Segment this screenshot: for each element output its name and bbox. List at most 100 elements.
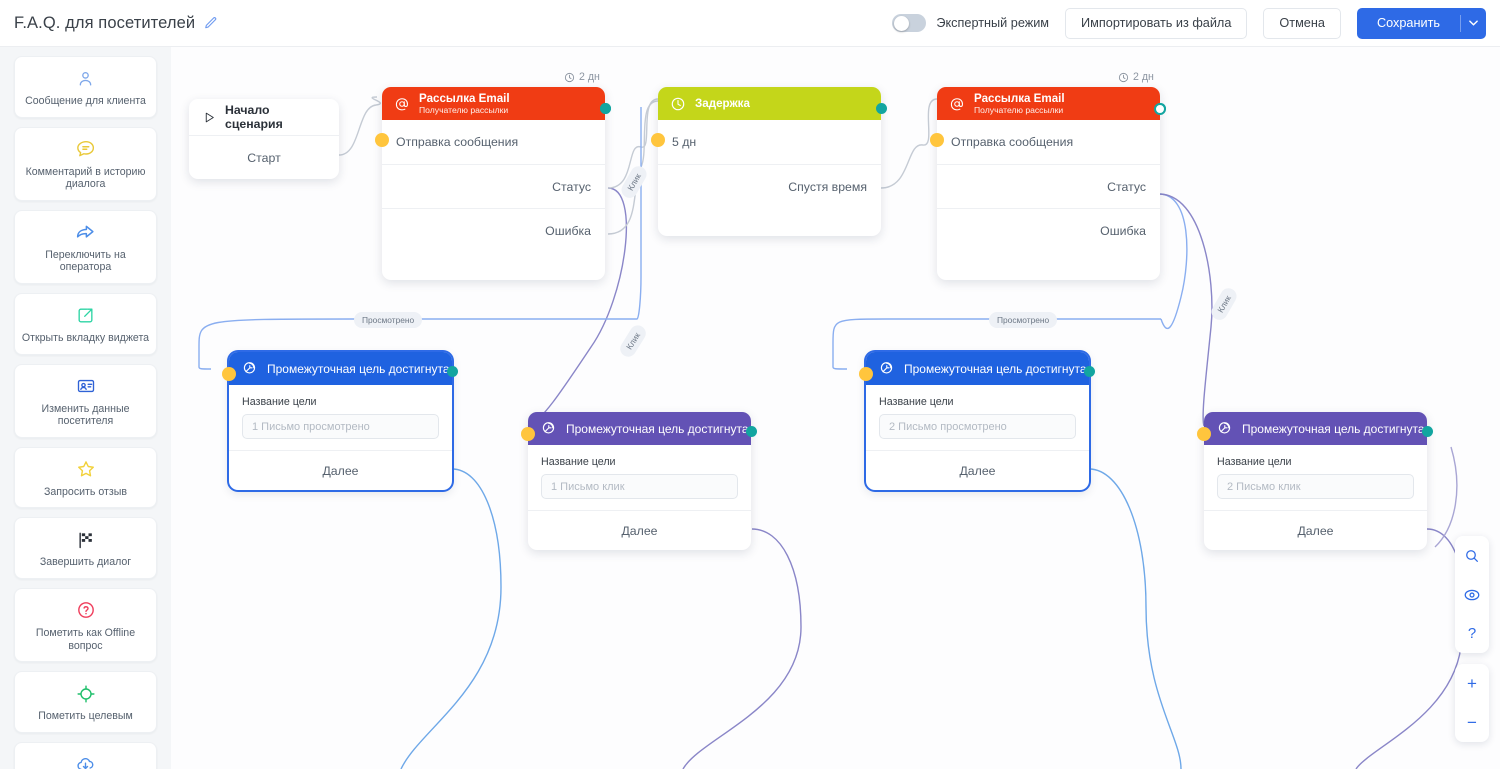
node-delay-body-label: 5 дн [672, 135, 697, 149]
clock-icon [564, 72, 575, 83]
node-goal-4-field-label: Название цели [1217, 456, 1292, 468]
save-button[interactable]: Сохранить [1356, 7, 1460, 39]
node-delay-output-port[interactable] [876, 103, 887, 114]
eye-icon[interactable] [1455, 575, 1489, 614]
clock-icon [670, 96, 686, 112]
canvas-tool-rail[interactable]: ? [1455, 536, 1489, 653]
node-goal-3-field-input[interactable]: 2 Письмо просмотрено [879, 414, 1076, 439]
cancel-button[interactable]: Отмена [1263, 7, 1341, 39]
expert-mode-toggle[interactable] [892, 14, 927, 32]
node-start-title: Начало сценария [225, 103, 283, 131]
node-delay[interactable]: Задержка 5 дн Спустя время [651, 87, 887, 236]
node-email-1-input-port[interactable] [375, 133, 389, 147]
at-sign-icon [394, 96, 410, 112]
node-email-1-status-label: Статус [552, 179, 591, 194]
node-goal-4-field-input[interactable]: 2 Письмо клик [1217, 474, 1414, 499]
node-goal-1-title: Промежуточная цель достигнута [267, 361, 450, 376]
node-goal-2-next-row[interactable]: Далее [528, 426, 757, 550]
node-delay-input-port[interactable] [651, 133, 665, 147]
sidebar-item-label: Изменить данные посетителя [41, 402, 130, 428]
canvas-zoom-rail[interactable]: + − [1455, 664, 1489, 742]
timer-badge-label: 2 дн [579, 71, 600, 83]
help-question-icon[interactable]: ? [1455, 614, 1489, 653]
goal-target-icon [540, 420, 557, 437]
node-email-2-status-row[interactable]: Статус [937, 103, 1166, 208]
node-goal-2-field-input[interactable]: 1 Письмо клик [541, 474, 738, 499]
node-goal-1-next-row[interactable]: Далее [229, 366, 458, 490]
node-goal-3-header: Промежуточная цель достигнута [866, 352, 1089, 385]
node-email-2[interactable]: Рассылка Email Получателю рассылки Отпра… [930, 87, 1166, 280]
node-goal-1-next-label: Далее [322, 463, 359, 478]
node-goal-1-input-port[interactable] [222, 367, 236, 381]
node-start-output-row[interactable]: Старт [189, 135, 339, 179]
node-goal-2-input-port[interactable] [521, 427, 535, 441]
sidebar-item-mark-as-target[interactable]: Пометить целевым [14, 671, 157, 733]
node-email-1-status-row[interactable]: Статус [382, 103, 611, 208]
node-email-1[interactable]: Рассылка Email Получателю рассылки Отпра… [375, 87, 611, 280]
node-goal-2-output-port[interactable] [746, 426, 757, 437]
goal-target-icon [1216, 420, 1233, 437]
node-goal-4-next-row[interactable]: Далее [1204, 426, 1433, 550]
sidebar-item-label: Переключить на оператора [45, 248, 126, 274]
zoom-out-glyph: − [1467, 713, 1477, 732]
node-email-2-error-port[interactable] [1154, 103, 1166, 115]
checkered-flag-icon [76, 528, 96, 551]
scenario-canvas[interactable]: Просмотрено Просмотрено Клик Клик Клик Н… [171, 47, 1500, 769]
sidebar-item-open-widget-tab[interactable]: Открыть вкладку виджета [14, 292, 157, 355]
node-goal-3-input-port[interactable] [859, 367, 873, 381]
goal-target-icon [241, 360, 258, 377]
node-goal-3-output-port[interactable] [1084, 366, 1095, 377]
node-goal-1-body: Название цели 1 Письмо просмотрено [229, 385, 452, 439]
sidebar-item-export-data[interactable]: Выгрузить данные CRM, аналитика [14, 741, 157, 769]
node-goal-3-next-label: Далее [959, 463, 996, 478]
node-goal-4-body: Название цели 2 Письмо клик [1204, 445, 1427, 499]
sidebar-item-label: Пометить целевым [38, 710, 133, 723]
node-email-2-status-label: Статус [1107, 179, 1146, 194]
node-goal-1-field-input[interactable]: 1 Письмо просмотрено [242, 414, 439, 439]
sidebar-item-label: Открыть вкладку виджета [21, 331, 150, 344]
node-email-2-error-row[interactable]: Ошибка [937, 103, 1166, 252]
action-sidebar[interactable]: Сообщение для клиента Комментарий в исто… [0, 47, 171, 769]
minus-icon[interactable]: − [1455, 703, 1489, 742]
node-email-1-subtitle: Получателю рассылки [419, 105, 509, 115]
save-button-group[interactable]: Сохранить [1356, 7, 1486, 39]
node-goal-4[interactable]: Промежуточная цель достигнута Название ц… [1197, 412, 1433, 550]
node-goal-4-title: Промежуточная цель достигнута [1242, 421, 1425, 436]
sidebar-item-message-to-client[interactable]: Сообщение для клиента [14, 56, 157, 118]
star-icon [76, 458, 96, 481]
sidebar-item-edit-visitor-data[interactable]: Изменить данные посетителя [14, 363, 157, 438]
node-email-1-body: Отправка сообщения [382, 120, 605, 164]
node-goal-2[interactable]: Промежуточная цель достигнута Название ц… [521, 412, 757, 550]
node-goal-4-output-port[interactable] [1422, 426, 1433, 437]
node-goal-3-title: Промежуточная цель достигнута [904, 361, 1087, 376]
expert-mode-toggle-group[interactable]: Экспертный режим [892, 14, 1049, 32]
sidebar-item-mark-offline-question[interactable]: Пометить как Offline вопрос [14, 587, 157, 663]
node-email-1-error-row[interactable]: Ошибка [382, 103, 611, 252]
timer-badge-email-1: 2 дн [564, 71, 600, 83]
node-email-2-input-port[interactable] [930, 133, 944, 147]
node-email-1-error-label: Ошибка [545, 223, 591, 238]
node-delay-output-row[interactable]: Спустя время [658, 103, 887, 208]
node-email-2-body-label: Отправка сообщения [951, 135, 1074, 149]
chevron-down-icon[interactable] [1460, 7, 1486, 39]
node-goal-4-header: Промежуточная цель достигнута [1204, 412, 1427, 445]
node-email-2-body: Отправка сообщения [937, 120, 1160, 164]
node-start[interactable]: Начало сценария Старт [189, 99, 339, 179]
search-icon[interactable] [1455, 536, 1489, 575]
import-from-file-button[interactable]: Импортировать из файла [1065, 7, 1248, 39]
pencil-icon[interactable] [204, 16, 218, 30]
sidebar-item-end-dialog[interactable]: Завершить диалог [14, 517, 157, 579]
node-goal-3[interactable]: Промежуточная цель достигнута Название ц… [859, 352, 1095, 490]
sidebar-item-label: Завершить диалог [39, 556, 132, 569]
node-goal-4-input-port[interactable] [1197, 427, 1211, 441]
node-goal-1-output-port[interactable] [447, 366, 458, 377]
node-goal-1[interactable]: Промежуточная цель достигнута Название ц… [222, 352, 458, 490]
sidebar-item-label: Сообщение для клиента [25, 95, 146, 107]
plus-icon[interactable]: + [1455, 664, 1489, 703]
sidebar-item-request-review[interactable]: Запросить отзыв [14, 446, 157, 509]
node-email-1-error-port[interactable] [600, 103, 611, 114]
sidebar-item-dialog-comment[interactable]: Комментарий в историю диалога [14, 126, 157, 201]
node-goal-3-next-row[interactable]: Далее [866, 366, 1095, 490]
sidebar-item-switch-to-operator[interactable]: Переключить на оператора [14, 209, 157, 284]
target-icon [76, 682, 96, 705]
